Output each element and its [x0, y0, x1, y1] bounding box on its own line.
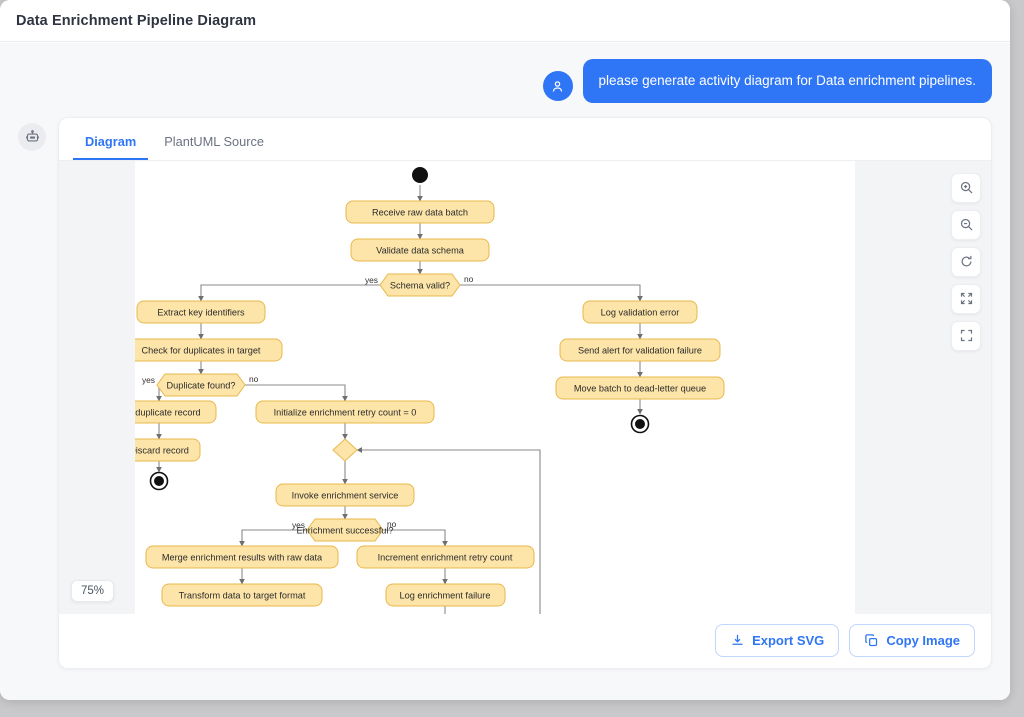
node-label: Extract key identifiers — [157, 307, 245, 317]
zoom-in-button[interactable] — [951, 172, 981, 203]
chat-area: please generate activity diagram for Dat… — [0, 43, 1010, 700]
start-node — [412, 166, 428, 183]
copy-image-button[interactable]: Copy Image — [849, 624, 975, 658]
download-icon — [732, 634, 743, 645]
tab-diagram[interactable]: Diagram — [73, 128, 149, 160]
title-bar: Data Enrichment Pipeline Diagram — [0, 0, 1010, 42]
user-message-row: please generate activity diagram for Dat… — [18, 59, 992, 103]
node-label: Check for duplicates in target — [142, 345, 261, 355]
decision-label: Schema valid? — [390, 280, 450, 290]
node-log-validation-error[interactable]: Log validation error — [582, 300, 698, 324]
export-svg-button[interactable]: Export SVG — [715, 624, 840, 658]
reset-icon — [961, 255, 971, 267]
tab-plantuml-source[interactable]: PlantUML Source — [164, 133, 265, 149]
user-avatar — [542, 71, 573, 101]
fullscreen-icon — [960, 329, 972, 342]
copy-image-label: Copy Image — [886, 633, 960, 649]
fullscreen-button[interactable] — [951, 320, 981, 351]
node-log-duplicate-record[interactable]: Log duplicate record — [135, 400, 217, 424]
merge-node — [332, 437, 358, 462]
end-node-discard — [149, 471, 169, 490]
node-extract-key-identifiers[interactable]: Extract key identifiers — [136, 300, 266, 324]
node-transform-data-to-target-format[interactable]: Transform data to target format — [161, 583, 323, 607]
bot-avatar — [18, 122, 46, 151]
robot-icon — [25, 130, 39, 142]
node-label: Receive raw data batch — [372, 207, 468, 217]
activity-diagram-svg: Receive raw data batch Validate data sch… — [135, 166, 725, 614]
reset-view-button[interactable] — [951, 246, 981, 277]
card-footer: Export SVG Copy Image — [59, 613, 991, 668]
node-check-for-duplicates-in-target[interactable]: Check for duplicates in target — [135, 338, 283, 362]
diagram-card: Diagram PlantUML Source — [58, 116, 992, 669]
node-discard-record[interactable]: Discard record — [135, 438, 201, 462]
decision-label: Duplicate found? — [167, 380, 236, 390]
app-window: Data Enrichment Pipeline Diagram please … — [0, 0, 1010, 700]
decision-schema-valid[interactable]: Schema valid? — [379, 273, 461, 297]
node-increment-enrichment-retry-count[interactable]: Increment enrichment retry count — [356, 545, 535, 569]
card-tabs: Diagram PlantUML Source — [59, 118, 991, 161]
fit-screen-icon — [960, 292, 972, 305]
node-label: Initialize enrichment retry count = 0 — [274, 407, 417, 417]
zoom-out-icon — [960, 218, 973, 231]
node-label: Send alert for validation failure — [578, 345, 702, 355]
zoom-level-badge: 75% — [71, 579, 115, 602]
node-label: Log duplicate record — [135, 407, 201, 417]
page-title: Data Enrichment Pipeline Diagram — [16, 12, 257, 29]
node-label: Validate data schema — [376, 245, 465, 255]
node-label: Move batch to dead-letter queue — [574, 383, 706, 393]
node-label: Log enrichment failure — [400, 590, 491, 600]
edge-label-schema-yes: yes — [365, 275, 378, 285]
zoom-out-button[interactable] — [951, 209, 981, 240]
node-invoke-enrichment-service[interactable]: Invoke enrichment service — [275, 483, 415, 507]
user-message-bubble: please generate activity diagram for Dat… — [582, 59, 992, 103]
zoom-in-icon — [960, 181, 973, 194]
node-validate-data-schema[interactable]: Validate data schema — [350, 238, 490, 262]
decision-label: Enrichment successful? — [296, 525, 393, 535]
node-receive-raw-data-batch[interactable]: Receive raw data batch — [345, 200, 495, 224]
node-label: Transform data to target format — [179, 590, 306, 600]
node-move-batch-to-dead-letter-queue[interactable]: Move batch to dead-letter queue — [555, 376, 725, 400]
node-merge-enrichment-results[interactable]: Merge enrichment results with raw data — [145, 545, 339, 569]
viewer-toolbar — [951, 172, 981, 351]
edge-label-enrichment-no: no — [387, 519, 397, 529]
node-log-enrichment-failure[interactable]: Log enrichment failure — [385, 583, 506, 607]
diagram-canvas[interactable]: Receive raw data batch Validate data sch… — [135, 160, 855, 614]
edge-label-duplicate-yes: yes — [142, 375, 155, 385]
edge-label-duplicate-no: no — [249, 374, 259, 384]
node-label: Increment enrichment retry count — [378, 552, 513, 562]
diagram-viewport[interactable]: Receive raw data batch Validate data sch… — [59, 160, 991, 614]
assistant-row: Diagram PlantUML Source — [18, 116, 992, 669]
edge-label-enrichment-yes: yes — [292, 520, 305, 530]
node-send-alert-for-validation-failure[interactable]: Send alert for validation failure — [559, 338, 721, 362]
edge-group — [156, 184, 643, 614]
export-svg-label: Export SVG — [752, 633, 825, 649]
user-icon — [552, 80, 563, 92]
decision-enrichment-successful[interactable]: Enrichment successful? — [296, 518, 394, 542]
node-initialize-enrichment-retry-count[interactable]: Initialize enrichment retry count = 0 — [255, 400, 435, 424]
node-label: Invoke enrichment service — [292, 490, 399, 500]
copy-icon — [865, 634, 878, 647]
node-label: Merge enrichment results with raw data — [162, 552, 323, 562]
decision-duplicate-found[interactable]: Duplicate found? — [156, 373, 246, 397]
edge-label-schema-no: no — [464, 274, 474, 284]
node-label: Discard record — [135, 445, 189, 455]
fit-screen-button[interactable] — [951, 283, 981, 314]
node-label: Log validation error — [601, 307, 680, 317]
end-node-dead-letter — [630, 414, 650, 433]
